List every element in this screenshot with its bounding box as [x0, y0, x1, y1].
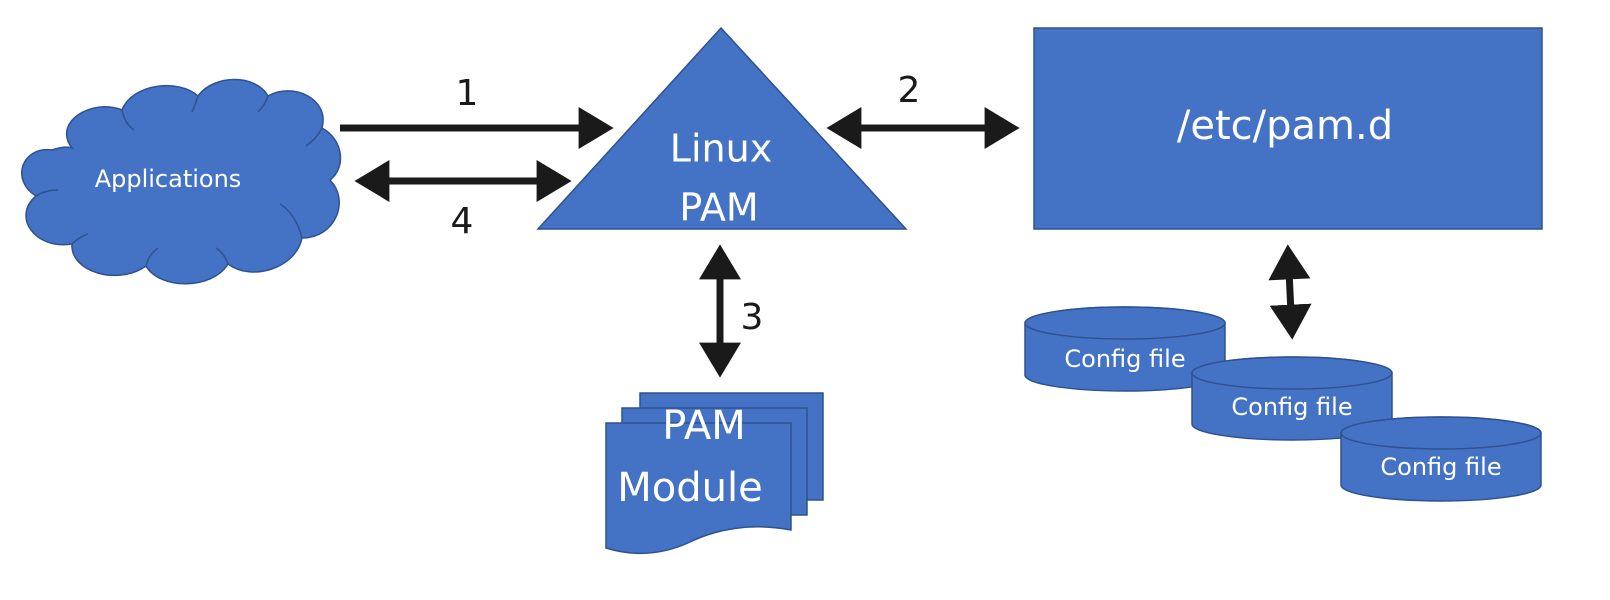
arrow-pam-d-to-config-file: [1268, 244, 1312, 340]
pam-module-label-line1: PAM: [662, 403, 745, 449]
edge-label-4: 4: [451, 201, 474, 242]
pam-d-label: /etc/pam.d: [1177, 103, 1393, 149]
edge-label-3: 3: [741, 297, 764, 338]
cylinder-top: [1024, 306, 1226, 340]
linux-pam-label-line2: PAM: [679, 186, 758, 230]
config-file-label-3: Config file: [1380, 453, 1501, 481]
cloud-crease-lines: [35, 95, 323, 267]
config-file-cylinder-2[interactable]: Config file: [1191, 356, 1393, 441]
applications-label: Applications: [95, 165, 242, 193]
pam-d-rectangle[interactable]: /etc/pam.d: [1033, 27, 1543, 230]
pam-module-documents[interactable]: PAM Module: [605, 392, 824, 555]
pam-module-label-line2: Module: [617, 465, 762, 511]
cylinder-top: [1340, 416, 1542, 450]
config-file-cylinder-1[interactable]: Config file: [1024, 306, 1226, 392]
config-file-label-1: Config file: [1064, 345, 1185, 373]
config-file-label-2: Config file: [1231, 393, 1352, 421]
cylinder-top: [1191, 356, 1393, 390]
edge-label-2: 2: [898, 70, 921, 111]
linux-pam-triangle[interactable]: Linux PAM: [536, 26, 908, 230]
cloud-shape: [21, 78, 342, 285]
config-file-cylinder-3[interactable]: Config file: [1340, 416, 1542, 502]
applications-cloud[interactable]: Applications: [21, 78, 342, 285]
document-front: [605, 422, 792, 555]
rectangle-shape: [1033, 27, 1543, 230]
linux-pam-label-line1: Linux: [670, 127, 772, 171]
triangle-shape: [536, 26, 908, 230]
edge-label-1: 1: [456, 73, 479, 114]
